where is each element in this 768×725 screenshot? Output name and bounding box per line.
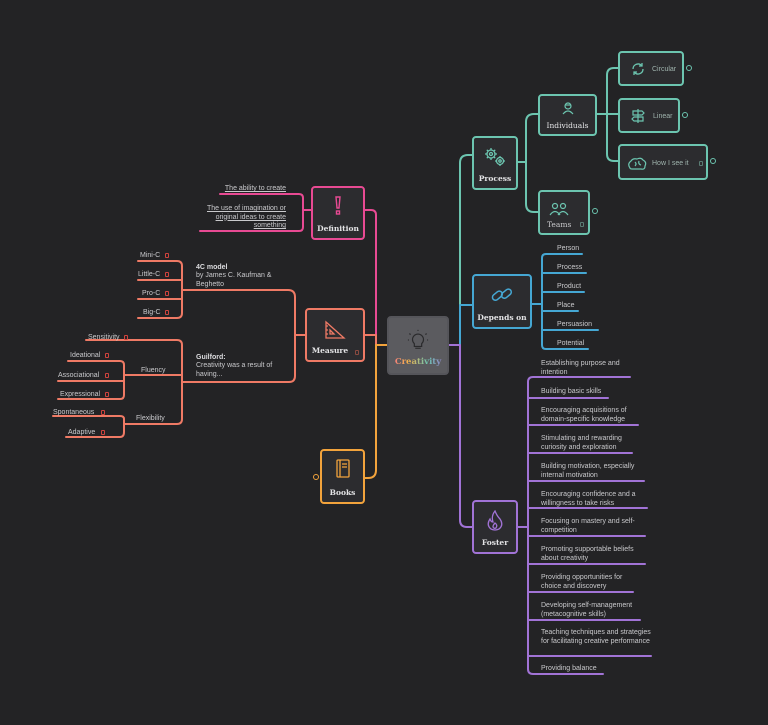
depends-item[interactable]: Product xyxy=(557,283,582,290)
circular-arrows-icon xyxy=(632,63,644,75)
foster-item[interactable]: Establishing purpose and intention xyxy=(541,360,620,376)
team-icon xyxy=(549,202,569,216)
individuals-label: Individuals xyxy=(546,121,589,130)
measure-label: Measure xyxy=(311,346,349,355)
note-icon[interactable] xyxy=(165,310,169,315)
individuals-node[interactable]: Individuals xyxy=(538,94,597,136)
chain-link-icon xyxy=(491,288,513,302)
teams-node[interactable]: Teams xyxy=(538,190,590,235)
sensitivity-item[interactable]: Sensitivity xyxy=(88,334,120,341)
note-icon[interactable] xyxy=(105,392,109,397)
person-icon xyxy=(562,102,574,115)
flexibility-item[interactable]: Spontaneous xyxy=(53,409,95,416)
note-icon[interactable] xyxy=(124,335,128,340)
model-title: 4C model xyxy=(196,264,228,271)
gears-icon xyxy=(485,148,505,166)
process-node[interactable]: Process xyxy=(472,136,518,190)
definition-item[interactable]: The use of imagination or original ideas… xyxy=(207,205,286,229)
signpost-icon xyxy=(631,109,645,123)
definition-item[interactable]: The ability to create xyxy=(224,185,286,192)
model-item-pro-c[interactable]: Pro-C xyxy=(142,290,161,297)
model-item-little-c[interactable]: Little-C xyxy=(138,271,161,278)
model-subtitle: by James C. Kaufman & Beghetto xyxy=(196,272,272,288)
fluency-item[interactable]: Ideational xyxy=(70,352,101,359)
depends-item[interactable]: Place xyxy=(557,302,575,309)
flexibility-item[interactable]: Adaptive xyxy=(68,429,96,436)
process-label: Process xyxy=(478,174,512,183)
ruler-triangle-icon xyxy=(325,320,346,339)
foster-label: Foster xyxy=(481,538,509,547)
flexibility-label[interactable]: Flexibility xyxy=(136,415,165,422)
depends-item[interactable]: Person xyxy=(557,245,580,252)
collapse-toggle[interactable] xyxy=(710,158,716,164)
fluency-label[interactable]: Fluency xyxy=(141,367,166,374)
collapse-toggle[interactable] xyxy=(686,65,692,71)
depends-item[interactable]: Persuasion xyxy=(557,321,593,328)
definition-label: Definition xyxy=(317,224,359,233)
fluency-item[interactable]: Expressional xyxy=(60,391,101,398)
lightbulb-icon xyxy=(407,329,429,349)
circular-label: Circular xyxy=(652,66,677,73)
linear-node[interactable]: Linear xyxy=(618,98,680,133)
collapse-toggle[interactable] xyxy=(682,112,688,118)
definition-node[interactable]: Definition xyxy=(311,186,365,240)
books-node[interactable]: Books xyxy=(320,449,365,504)
note-icon[interactable] xyxy=(699,161,703,166)
depends-item[interactable]: Potential xyxy=(557,340,585,347)
note-icon[interactable] xyxy=(165,272,169,277)
note-icon[interactable] xyxy=(101,410,105,415)
foster-item[interactable]: Providing opportunities for choice and d… xyxy=(541,574,623,590)
collapse-toggle[interactable] xyxy=(313,474,319,480)
foster-node[interactable]: Foster xyxy=(472,500,518,554)
foster-item[interactable]: Focusing on mastery and self-competition xyxy=(541,518,635,534)
note-icon[interactable] xyxy=(355,350,359,355)
collapse-toggle[interactable] xyxy=(592,208,598,214)
note-icon[interactable] xyxy=(165,291,169,296)
depends-item[interactable]: Process xyxy=(557,264,583,271)
book-icon xyxy=(335,459,350,478)
note-icon[interactable] xyxy=(101,430,105,435)
foster-item[interactable]: Developing self-management (metacognitiv… xyxy=(541,602,633,618)
how-i-see-it-label: How I see it xyxy=(652,160,689,167)
model-item-big-c[interactable]: Big-C xyxy=(143,309,161,316)
how-i-see-it-node[interactable]: How I see it xyxy=(618,144,708,180)
foster-item[interactable]: Building basic skills xyxy=(541,388,602,395)
depends-on-node[interactable]: Depends on xyxy=(472,274,532,329)
guilford-subtitle: Creativity was a result of having... xyxy=(196,362,273,378)
note-icon[interactable] xyxy=(165,253,169,258)
fluency-item[interactable]: Associational xyxy=(58,372,100,379)
note-icon[interactable] xyxy=(105,353,109,358)
center-node[interactable]: Creativity xyxy=(387,316,449,375)
exclamation-icon xyxy=(335,196,341,215)
foster-item[interactable]: Building motivation, especially internal… xyxy=(541,463,635,479)
foster-item[interactable]: Encouraging confidence and a willingness… xyxy=(541,491,636,507)
depends-on-label: Depends on xyxy=(477,313,527,322)
foster-item[interactable]: Stimulating and rewarding curiosity and … xyxy=(541,435,622,451)
foster-item[interactable]: Encouraging acquisitions of domain-speci… xyxy=(541,407,627,423)
books-label: Books xyxy=(329,488,356,497)
center-label: Creativity xyxy=(389,357,447,367)
foster-item[interactable]: Providing balance xyxy=(541,665,597,672)
note-icon[interactable] xyxy=(105,373,109,378)
guilford-title: Guilford: xyxy=(196,354,226,361)
flame-icon xyxy=(487,510,503,531)
note-icon[interactable] xyxy=(580,222,584,227)
linear-label: Linear xyxy=(653,113,673,120)
circular-node[interactable]: Circular xyxy=(618,51,684,86)
foster-item[interactable]: Promoting supportable beliefs about crea… xyxy=(541,546,634,562)
foster-item[interactable]: Teaching techniques and strategies for f… xyxy=(541,629,651,645)
measure-node[interactable]: Measure xyxy=(305,308,365,362)
brain-icon xyxy=(628,157,647,170)
teams-label: Teams xyxy=(547,220,572,229)
model-item-mini-c[interactable]: Mini-C xyxy=(140,252,161,259)
